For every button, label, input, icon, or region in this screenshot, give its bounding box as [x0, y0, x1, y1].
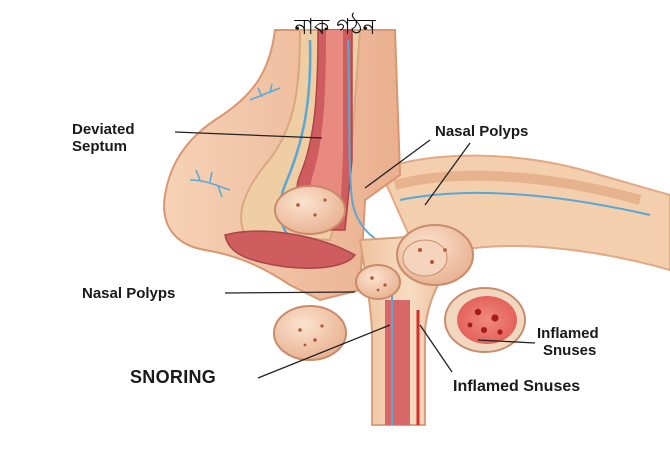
skull-base-band: [393, 170, 642, 205]
septum-blue-line-1: [278, 39, 312, 247]
leader-lines: [174, 131, 536, 379]
label-deviated-septum-line2: Septum: [72, 138, 128, 155]
tissue-dots: [296, 198, 447, 347]
label-snoring: SNORING: [130, 367, 217, 387]
diagram-title: নাক গঠন: [294, 15, 376, 40]
label-deviated-septum: Deviated Septum: [72, 121, 135, 155]
label-nasal-polyps-top: Nasal Polyps: [435, 123, 529, 140]
leader-deviated-septum: [174, 131, 323, 139]
leader-inflamed-right: [477, 339, 536, 344]
label-inflamed-sinuses-bottom: Inflamed Snuses: [453, 378, 581, 395]
label-inflamed-sinuses-right-line1: Inflamed: [537, 325, 599, 342]
polyp-upper-right-inner: [402, 239, 448, 277]
label-inflamed-sinuses-right: Inflamed Snuses: [537, 325, 599, 359]
leader-nasal-polyps-left: [224, 291, 356, 294]
turbinate-lower: [224, 230, 357, 269]
right-inflamed-sinus-core: [457, 296, 517, 344]
leader-inflamed-bottom: [419, 324, 453, 373]
label-nasal-polyps-left: Nasal Polyps: [82, 285, 176, 302]
leader-snoring: [257, 324, 391, 379]
inflamed-dots: [467, 308, 503, 335]
turbinate-upper: [274, 185, 346, 235]
nasal-tissue-inner: [310, 30, 343, 220]
label-inflamed-sinuses-right-line2: Snuses: [543, 342, 597, 359]
leader-nasal-polyps-top-b: [424, 142, 471, 206]
label-deviated-septum-line1: Deviated: [72, 121, 135, 138]
polyp-center: [355, 264, 401, 300]
leader-nasal-polyps-top-a: [364, 139, 431, 189]
skull-blue-line: [399, 191, 651, 216]
pharynx-tissue: [385, 300, 410, 425]
left-sinus-pouch: [273, 305, 347, 361]
nerve-branches-upper: [249, 83, 281, 101]
septum-blue-line-2: [347, 39, 393, 249]
nerve-branches-lower: [189, 169, 231, 198]
